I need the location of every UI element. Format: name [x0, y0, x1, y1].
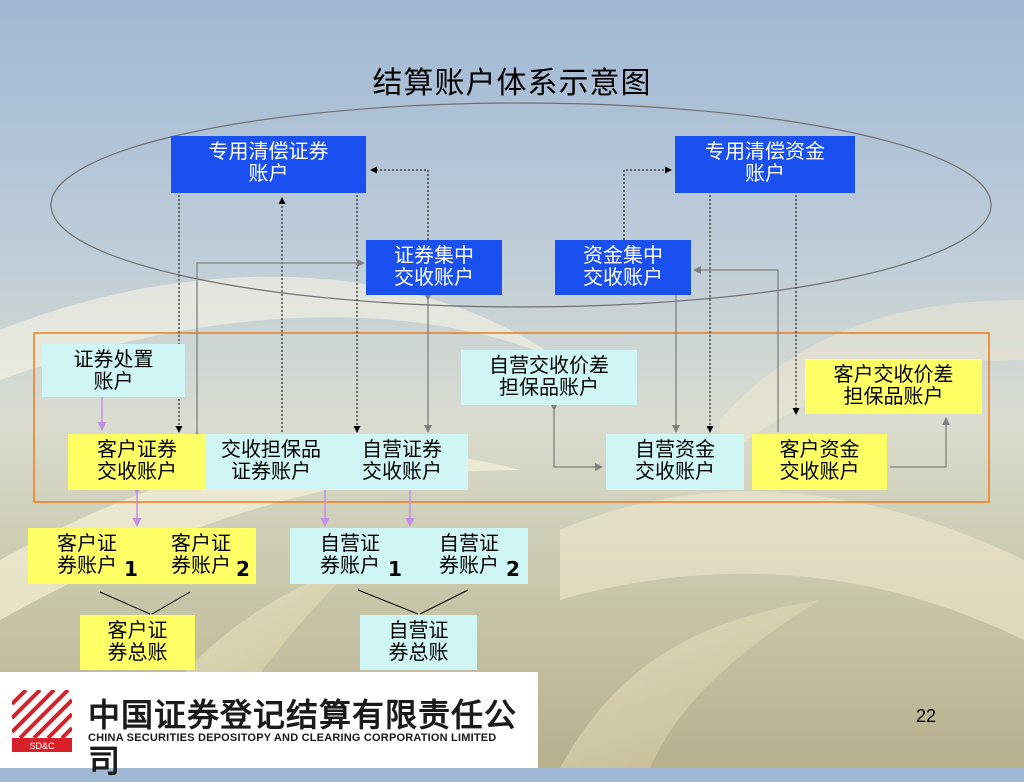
company-name-cn: 中国证券登记结算有限责任公司: [88, 696, 518, 780]
proprietary-securities-account-2: 自营证 券账户 2: [410, 528, 528, 584]
account-number: 1: [124, 557, 138, 581]
securities-central-settlement-account: 证券集中 交收账户: [366, 240, 502, 295]
footer-banner: SD&C 中国证券登记结算有限责任公司 CHINA SECURITIES DEP…: [0, 672, 538, 780]
proprietary-securities-settlement-account: 自营证券 交收账户: [336, 434, 468, 490]
client-securities-account-1: 客户证 券账户 1: [28, 528, 146, 584]
company-name-en: CHINA SECURITIES DEPOSITOPY AND CLEARING…: [88, 732, 497, 744]
securities-disposal-account: 证券处置 账户: [42, 344, 185, 397]
proprietary-securities-account-1: 自营证 券账户 1: [290, 528, 410, 584]
proprietary-securities-general-ledger: 自营证 券总账: [360, 615, 477, 670]
dedicated-clearing-funds-account: 专用清偿资金 账户: [675, 136, 855, 193]
account-number: 2: [506, 557, 520, 581]
dedicated-clearing-securities-account: 专用清偿证券 账户: [171, 136, 366, 193]
client-settlement-margin-collateral-account: 客户交收价差 担保品账户: [805, 359, 982, 414]
proprietary-funds-settlement-account: 自营资金 交收账户: [606, 434, 744, 490]
client-funds-settlement-account: 客户资金 交收账户: [752, 434, 887, 490]
client-securities-account-2: 客户证 券账户 2: [146, 528, 256, 584]
proprietary-settlement-margin-collateral-account: 自营交收价差 担保品账户: [461, 350, 637, 405]
csdc-logo: SD&C: [12, 690, 72, 752]
funds-central-settlement-account: 资金集中 交收账户: [555, 240, 691, 295]
settlement-collateral-securities-account: 交收担保品 证券账户: [206, 434, 336, 490]
client-securities-settlement-account: 客户证券 交收账户: [68, 434, 206, 490]
page-number: 22: [916, 706, 937, 726]
svg-text:SD&C: SD&C: [29, 741, 55, 751]
account-number: 1: [388, 557, 402, 581]
diagram-title: 结算账户体系示意图: [372, 66, 652, 101]
account-number: 2: [236, 557, 250, 581]
client-securities-general-ledger: 客户证 券总账: [80, 615, 195, 670]
